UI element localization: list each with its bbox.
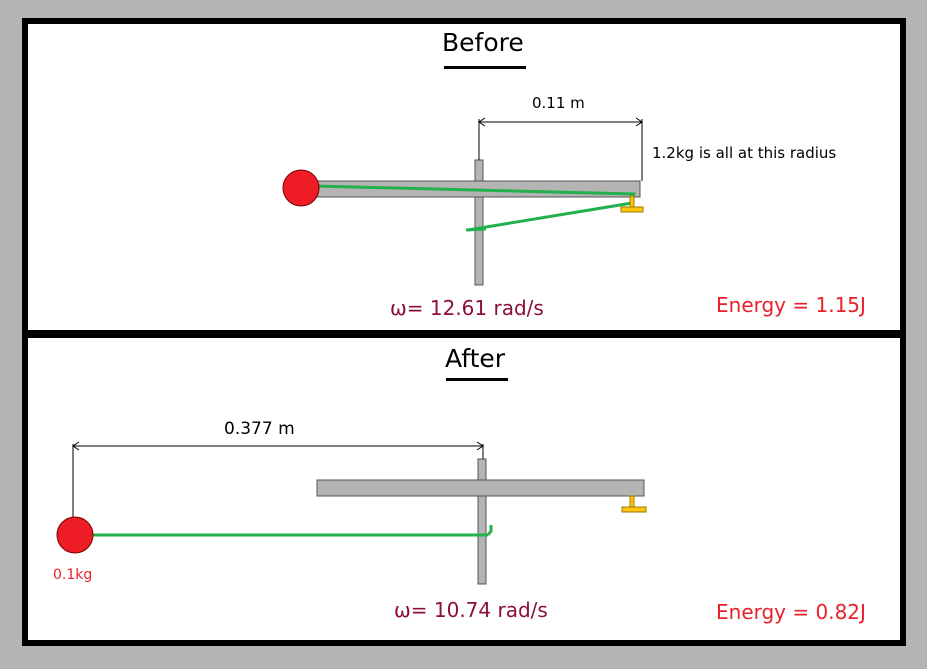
before-weight-stem xyxy=(629,195,635,209)
after-panel: After 0.377 m 0.1kg ω= 10.74 rad/s Energ… xyxy=(28,338,900,640)
radius-note: 1.2kg is all at this radius xyxy=(652,144,837,162)
before-distance-label: 0.11 m xyxy=(532,94,585,112)
before-diagram xyxy=(282,117,644,286)
after-weight xyxy=(621,506,647,513)
after-weight-stem xyxy=(629,495,635,509)
after-axle xyxy=(477,458,487,585)
before-string-tail xyxy=(465,227,487,232)
after-ball xyxy=(56,516,94,554)
after-distance-label: 0.377 m xyxy=(224,419,295,439)
after-heading: After xyxy=(445,344,506,373)
before-omega: ω= 12.61 rad/s xyxy=(390,296,544,320)
before-heading: Before xyxy=(442,28,524,57)
after-energy: Energy = 0.82J xyxy=(716,600,866,624)
before-ball xyxy=(282,169,320,207)
before-panel: Before 0.11 m 1.2kg is all at this radiu… xyxy=(28,24,900,330)
before-axle xyxy=(474,159,484,286)
after-diagram xyxy=(56,441,647,585)
before-energy: Energy = 1.15J xyxy=(716,293,866,317)
after-omega: ω= 10.74 rad/s xyxy=(394,598,548,622)
after-bar xyxy=(316,479,645,497)
before-heading-underline xyxy=(444,66,526,69)
after-string-hook xyxy=(486,525,493,536)
after-mass-label: 0.1kg xyxy=(53,567,93,583)
after-heading-underline xyxy=(446,378,508,381)
before-weight xyxy=(620,206,644,213)
